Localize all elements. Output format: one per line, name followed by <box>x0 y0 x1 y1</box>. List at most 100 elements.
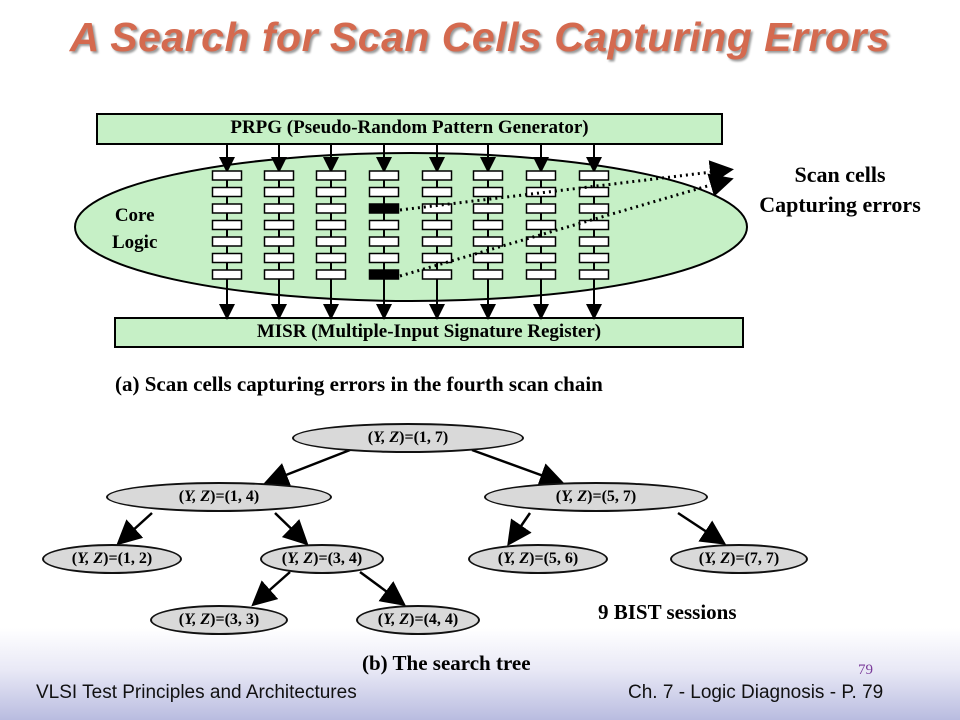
scan-cell <box>472 170 504 181</box>
core-logic-line2: Logic <box>112 232 158 253</box>
scan-cells-line1: Scan cells <box>794 162 886 187</box>
tree-node-eq: )= <box>730 550 745 567</box>
tree-node: (Y, Z)=(7, 7) <box>670 544 808 574</box>
scan-cell <box>472 203 504 214</box>
scan-cell <box>472 252 504 264</box>
scan-cell <box>315 170 347 181</box>
tree-node-eq: )= <box>103 550 118 567</box>
tree-node-open: ( <box>555 488 562 505</box>
scan-cell <box>525 170 557 181</box>
tree-node-value: (1, 7) <box>413 429 449 446</box>
tree-node-value: (4, 4) <box>423 611 459 628</box>
tree-node-open: ( <box>377 611 384 628</box>
tree-node-eq: )= <box>399 429 414 446</box>
scan-cell <box>315 219 347 231</box>
figure-a-caption: (a) Scan cells capturing errors in the f… <box>115 372 603 396</box>
tree-node-value: (1, 4) <box>224 488 260 505</box>
tree-node-value: (3, 3) <box>224 611 260 628</box>
scan-cell <box>578 252 610 264</box>
tree-node-var: Y, Z <box>503 550 530 567</box>
tree-node-var: Y, Z <box>561 488 588 505</box>
scan-cell <box>368 252 400 264</box>
tree-edge <box>116 512 153 546</box>
scan-cell <box>525 219 557 231</box>
tree-node-value: (5, 6) <box>543 550 579 567</box>
scan-cell <box>315 252 347 264</box>
tree-node: (Y, Z)=(4, 4) <box>356 605 480 635</box>
tree-node-open: ( <box>178 611 185 628</box>
scan-cell <box>315 186 347 198</box>
scan-cell <box>472 269 504 280</box>
tree-node-eq: )= <box>313 550 328 567</box>
scan-cell <box>211 186 243 198</box>
tree-edge <box>359 570 407 606</box>
tree-edge <box>471 448 565 487</box>
scan-cell <box>525 252 557 264</box>
tree-node-open: ( <box>281 550 288 567</box>
scan-cells-line2: Capturing errors <box>759 192 921 217</box>
scan-cell <box>421 236 453 247</box>
tree-node-eq: )= <box>210 488 225 505</box>
scan-cell <box>211 203 243 214</box>
scan-cell <box>368 219 400 231</box>
scan-cell <box>578 170 610 181</box>
tree-node-value: (3, 4) <box>327 550 363 567</box>
scan-cell <box>263 203 295 214</box>
footer-course-title: VLSI Test Principles and Architectures <box>36 682 357 703</box>
scan-cell <box>525 203 557 214</box>
prpg-box <box>96 113 723 145</box>
scan-cell <box>525 186 557 198</box>
scan-cell <box>211 219 243 231</box>
scan-cell <box>472 186 504 198</box>
tree-node-var: Y, Z <box>77 550 104 567</box>
scan-cell <box>525 236 557 247</box>
scan-cell <box>368 186 400 198</box>
tree-node-var: Y, Z <box>704 550 731 567</box>
scan-cell <box>421 269 453 280</box>
tree-node-var: Y, Z <box>287 550 314 567</box>
slide-title: A Search for Scan Cells Capturing Errors <box>69 14 891 60</box>
tree-node-eq: )= <box>210 611 225 628</box>
bist-sessions-label: 9 BIST sessions <box>598 600 737 624</box>
tree-node: (Y, Z)=(3, 4) <box>260 544 384 574</box>
error-pointer-line <box>399 160 734 212</box>
scan-cell <box>421 170 453 181</box>
scan-cell <box>263 170 295 181</box>
scan-cell <box>578 219 610 231</box>
tree-node: (Y, Z)=(1, 2) <box>42 544 182 574</box>
scan-cells-label: Scan cells Capturing errors <box>730 160 950 220</box>
tree-node-var: Y, Z <box>184 488 211 505</box>
scan-cell <box>578 269 610 280</box>
tree-node-value: (7, 7) <box>744 550 780 567</box>
tree-node-open: ( <box>497 550 504 567</box>
tree-edge <box>507 512 532 547</box>
tree-node: (Y, Z)=(3, 3) <box>150 605 288 635</box>
scan-cell <box>211 236 243 247</box>
scan-cell <box>525 269 557 280</box>
tree-node: (Y, Z)=(5, 7) <box>484 482 708 512</box>
scan-chains <box>211 145 610 320</box>
scan-cell <box>263 252 295 264</box>
tree-node: (Y, Z)=(5, 6) <box>468 544 608 574</box>
tree-node-eq: )= <box>409 611 424 628</box>
tree-edge <box>263 448 351 487</box>
tree-edge <box>251 571 291 607</box>
tree-node-open: ( <box>71 550 78 567</box>
tree-edge <box>274 512 309 546</box>
tree-node-open: ( <box>367 429 374 446</box>
scan-cell <box>263 269 295 280</box>
tree-node-var: Y, Z <box>373 429 400 446</box>
scan-cell <box>421 219 453 231</box>
core-logic-ellipse <box>74 152 748 302</box>
scan-cell <box>578 236 610 247</box>
tree-node-open: ( <box>178 488 185 505</box>
footer-band <box>0 628 960 720</box>
scan-cell <box>472 236 504 247</box>
scan-cell <box>368 170 400 181</box>
footer-chapter: Ch. 7 - Logic Diagnosis - P. 79 <box>628 682 884 703</box>
prpg-label: PRPG (Pseudo-Random Pattern Generator) <box>230 117 589 138</box>
error-scan-cell <box>368 269 400 280</box>
tree-node-value: (5, 7) <box>601 488 637 505</box>
tree-node-var: Y, Z <box>383 611 410 628</box>
